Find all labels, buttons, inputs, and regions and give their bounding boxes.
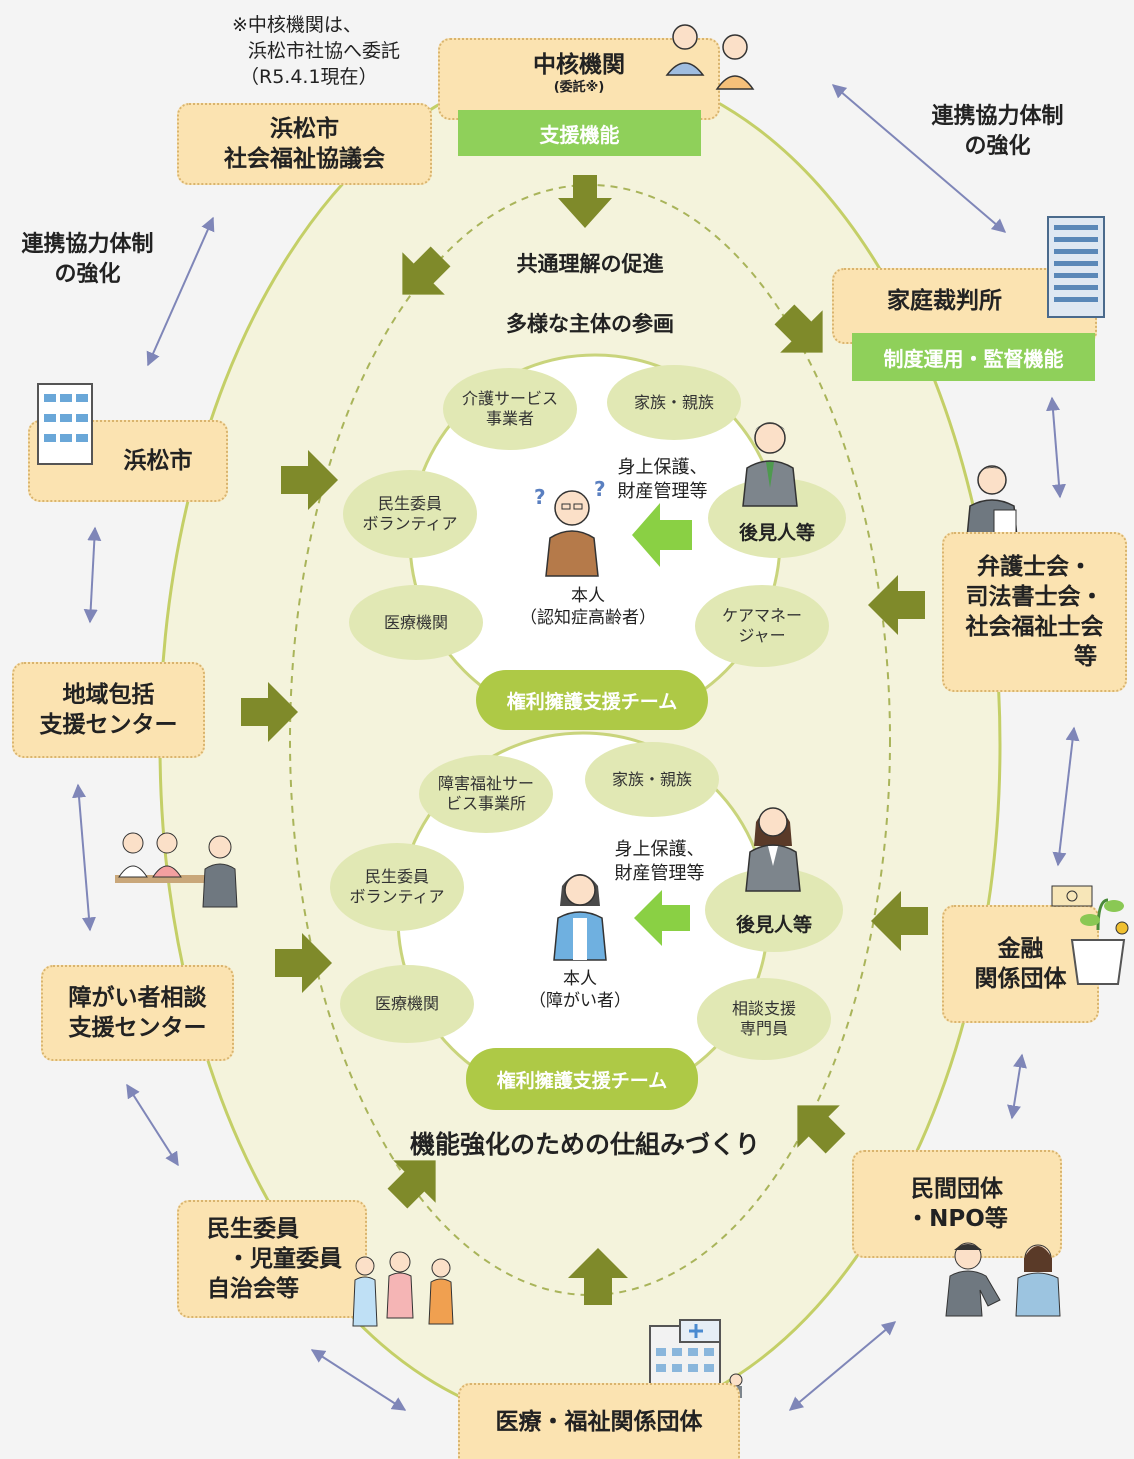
note-line3: （R5.4.1現在） <box>240 66 378 88</box>
support-function-bar: 支援機能 <box>458 110 701 156</box>
oversight-function-bar: 制度運用・監督機能 <box>852 333 1095 381</box>
core-note: ※中核機関は、 浜松市社協へ委託 （R5.4.1現在） <box>232 12 432 90</box>
common-understanding-text: 共通理解の促進 <box>516 252 664 276</box>
meeting-people-icon <box>115 832 238 908</box>
minsei-line2: ・児童委員 <box>227 1246 342 1272</box>
bengo-line2: 司法書士会・ <box>965 584 1104 610</box>
team1-person-b: （認知症高齢者） <box>520 608 656 628</box>
right-note-line1: 連携協力体制 <box>931 104 1064 129</box>
inward-arrows <box>241 175 928 1305</box>
chiiki-line2: 支援センター <box>39 712 178 738</box>
team1-support-b: 財産管理等 <box>617 481 708 502</box>
kinyu-line1: 金融 <box>997 936 1044 962</box>
lawyers-association-box: 弁護士会・ 司法書士会・ 社会福祉士会 等 <box>942 532 1127 692</box>
team2-disability-service-oval: 障害福祉サービス事業所 <box>419 755 553 833</box>
team2-rights-advocacy-pill: 権利擁護支援チーム <box>466 1048 698 1110</box>
core-sub: (委託※) <box>553 80 605 95</box>
core-institution-box: 中核機関 (委託※) <box>438 38 720 120</box>
diverse-participation-text: 多様な主体の参画 <box>506 312 674 336</box>
team1-o5-b: ジャー <box>738 626 786 645</box>
hamamatsu-social-welfare-council-box: 浜松市 社会福祉協議会 <box>177 103 432 185</box>
team1-guardian-man-icon <box>742 422 798 507</box>
team2-o3-b: ボランティア <box>349 887 445 906</box>
team2-family-oval: 家族・親族 <box>585 742 719 817</box>
team2-support-text: 身上保護、 財産管理等 <box>602 838 717 886</box>
team2-medical-oval: 医療機関 <box>340 965 474 1043</box>
welfare-commissioner-box: 民生委員 ・児童委員 自治会等 <box>177 1200 367 1318</box>
note-line2: 浜松市社協へ委託 <box>248 40 401 62</box>
team2-person-b: （障がい者） <box>529 991 631 1011</box>
private-npo-box: 民間団体 ・NPO等 <box>852 1150 1062 1258</box>
minkan-line2: ・NPO等 <box>906 1206 1008 1232</box>
team2-o1-a: 障害福祉サー <box>437 774 534 793</box>
minkan-line1: 民間団体 <box>911 1176 1003 1202</box>
team1-medical-oval: 医療機関 <box>349 585 483 660</box>
team2-consultation-specialist-oval: 相談支援専門員 <box>697 978 831 1060</box>
regional-support-center-box: 地域包括 支援センター <box>12 662 205 758</box>
team1-o3-a: 民生委員 <box>377 494 442 513</box>
team2-o5-a: 相談支援 <box>731 999 796 1018</box>
bengo-line3: 社会福祉士会 <box>965 614 1104 640</box>
team1-support-a: 身上保護、 <box>617 457 708 478</box>
bengo-line4: 等 <box>1074 644 1097 670</box>
link-arrows <box>72 84 1080 1411</box>
handshake-people-icon <box>945 1242 1061 1317</box>
mechanism-building-text: 機能強化のための仕組みづくり <box>409 1130 760 1159</box>
team2-support-b: 財産管理等 <box>614 863 705 884</box>
team2-person-a: 本人 <box>563 969 597 989</box>
support-arrows <box>632 503 692 946</box>
team2-o1-b: ビス事業所 <box>445 794 526 813</box>
city-label: 浜松市 <box>123 448 193 474</box>
elderly-person-icon: ? ? <box>534 478 606 577</box>
disabled-person-icon <box>553 874 607 961</box>
bengo-line1: 弁護士会・ <box>977 554 1092 580</box>
team1-person-label: 本人 （認知症高齢者） <box>513 585 663 629</box>
shogai-line1: 障がい者相談 <box>68 985 207 1011</box>
kinyu-line2: 関係団体 <box>974 966 1067 992</box>
team1-care-manager-oval: ケアマネージャー <box>695 585 829 667</box>
note-line1: ※中核機関は、 <box>232 14 362 36</box>
left-note-line1: 連携協力体制 <box>21 232 154 257</box>
team1-person-a: 本人 <box>571 586 605 606</box>
team1-support-text: 身上保護、 財産管理等 <box>605 456 720 504</box>
team2-o3-a: 民生委員 <box>364 867 429 886</box>
core-title: 中核機関 <box>533 52 625 78</box>
court-building-icon <box>1047 216 1105 318</box>
financial-organizations-box: 金融 関係団体 <box>942 905 1099 1023</box>
money-plant-icon <box>1051 885 1129 985</box>
left-cooperation-note: 連携協力体制 の強化 <box>5 230 170 290</box>
shogai-line2: 支援センター <box>68 1015 207 1041</box>
team1-o3-b: ボランティア <box>362 514 458 533</box>
court-title: 家庭裁判所 <box>887 288 1002 314</box>
right-cooperation-note: 連携協力体制 の強化 <box>915 102 1080 162</box>
team1-o1-a: 介護サービス <box>461 389 558 408</box>
left-note-line2: の強化 <box>54 262 121 287</box>
team1-guardian-oval: 後見人等 <box>708 478 846 558</box>
team2-support-a: 身上保護、 <box>614 839 705 860</box>
team2-volunteer-oval: 民生委員ボランティア <box>330 843 464 931</box>
medical-welfare-groups-box: 医療・福祉関係団体 <box>458 1383 740 1459</box>
team1-care-service-oval: 介護サービス事業者 <box>443 368 577 450</box>
team2-o5-b: 専門員 <box>739 1019 788 1038</box>
consultation-people-icon <box>665 24 755 90</box>
team1-rights-advocacy-pill: 権利擁護支援チーム <box>476 670 708 730</box>
team2-person-label: 本人 （障がい者） <box>510 968 650 1012</box>
city-hall-building-icon <box>37 383 93 465</box>
team1-o1-b: 事業者 <box>485 409 534 428</box>
team1-family-oval: 家族・親族 <box>607 365 741 440</box>
shakyo-line2: 社会福祉協議会 <box>224 146 385 172</box>
chiiki-line1: 地域包括 <box>62 682 155 708</box>
team1-volunteer-oval: 民生委員ボランティア <box>343 470 477 558</box>
disability-support-center-box: 障がい者相談 支援センター <box>41 965 234 1061</box>
community-people-icon <box>352 1251 454 1327</box>
shakyo-line1: 浜松市 <box>270 116 339 142</box>
right-note-line2: の強化 <box>964 134 1031 159</box>
team1-o5-a: ケアマネー <box>721 606 802 625</box>
minsei-line1: 民生委員 <box>207 1216 299 1242</box>
team2-guardian-woman-icon <box>745 807 801 892</box>
svg-text:?: ? <box>534 485 546 509</box>
minsei-line3: 自治会等 <box>207 1276 299 1302</box>
svg-text:?: ? <box>594 478 606 501</box>
